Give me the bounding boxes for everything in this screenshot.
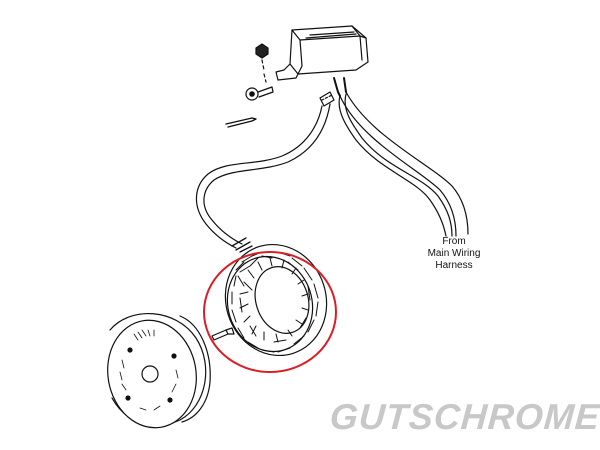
callout-line-2: Main Wiring bbox=[427, 248, 481, 259]
rotor bbox=[107, 312, 211, 429]
voltage-regulator bbox=[275, 25, 369, 81]
cotter-pin bbox=[225, 117, 257, 128]
callout-line-1: From bbox=[442, 236, 466, 247]
harness-callout: From Main Wiring Harness bbox=[412, 236, 496, 272]
guts-chrome-logo: GUTS CHROME bbox=[328, 392, 600, 442]
logo-word-left: GUTS bbox=[328, 396, 436, 437]
mounting-nut bbox=[255, 43, 269, 83]
stator bbox=[211, 243, 328, 357]
regulator-connector bbox=[319, 91, 335, 107]
ground-clip bbox=[245, 86, 274, 101]
callout-line-3: Harness bbox=[435, 260, 473, 271]
main-harness-wires bbox=[333, 77, 469, 237]
logo-word-right: CHROME bbox=[432, 396, 600, 437]
stator-lead-cable bbox=[195, 103, 331, 257]
stator-highlight-circle bbox=[203, 251, 337, 373]
